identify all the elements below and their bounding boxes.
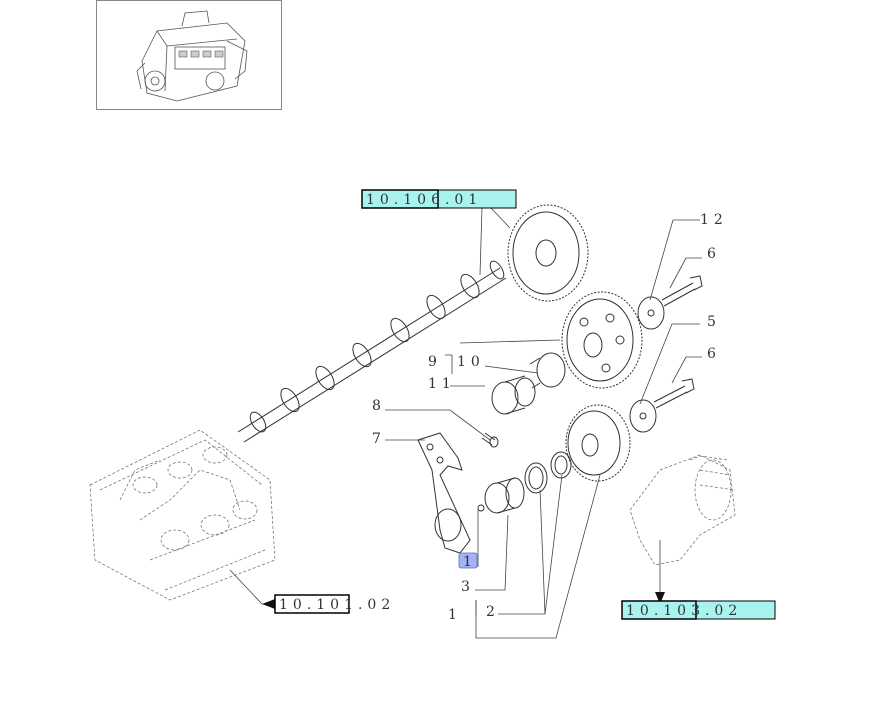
ref-right-text: 10.103.02 (626, 603, 742, 619)
ref-box-top[interactable]: 10.106.01 (361, 189, 517, 209)
rings-drawing (524, 451, 572, 494)
callout-1-highlighted[interactable]: 1 (458, 552, 478, 570)
ref-left-text: 10.101.02 (279, 597, 395, 613)
engine-block-drawing (89, 429, 276, 601)
screw-8-drawing (481, 432, 499, 448)
bushing-drawing (491, 352, 566, 415)
engine-thumbnail-image (136, 10, 248, 102)
idler-gear-drawing (561, 291, 643, 389)
crankshaft-drawing (629, 454, 736, 566)
camshaft-gear-drawing (507, 204, 589, 302)
callout-11[interactable]: 11 (428, 376, 456, 392)
callout-8[interactable]: 8 (372, 398, 381, 414)
callout-1-text: 1 (463, 554, 472, 570)
callout-7[interactable]: 7 (372, 431, 381, 447)
arrowheads (262, 196, 665, 609)
engine-thumbnail[interactable] (96, 0, 282, 110)
callout-12[interactable]: 12 (700, 212, 728, 228)
ref-box-left[interactable]: 10.101.02 (274, 594, 395, 614)
callout-3[interactable]: 3 (461, 579, 470, 595)
timing-gear-drawing (565, 404, 631, 482)
thrust-plate-lower-drawing (629, 378, 695, 433)
ref-top-text: 10.106.01 (366, 192, 482, 208)
bracket-drawing (417, 432, 471, 554)
hub-drawing (477, 477, 525, 514)
callout-10[interactable]: 10 (457, 354, 485, 370)
callout-labels: 12 6 5 6 9 10 11 8 7 1 3 1 2 (372, 212, 728, 623)
callout-9[interactable]: 9 (428, 354, 437, 370)
callout-1[interactable]: 1 (448, 607, 457, 623)
callout-6-upper[interactable]: 6 (707, 246, 716, 262)
callout-5[interactable]: 5 (707, 314, 716, 330)
camshaft-drawing (237, 260, 507, 443)
callout-2[interactable]: 2 (486, 604, 495, 620)
thrust-plate-upper-drawing (637, 275, 703, 330)
ref-box-right[interactable]: 10.103.02 (621, 600, 776, 620)
callout-6-lower[interactable]: 6 (707, 346, 716, 362)
leader-lines (229, 206, 702, 639)
